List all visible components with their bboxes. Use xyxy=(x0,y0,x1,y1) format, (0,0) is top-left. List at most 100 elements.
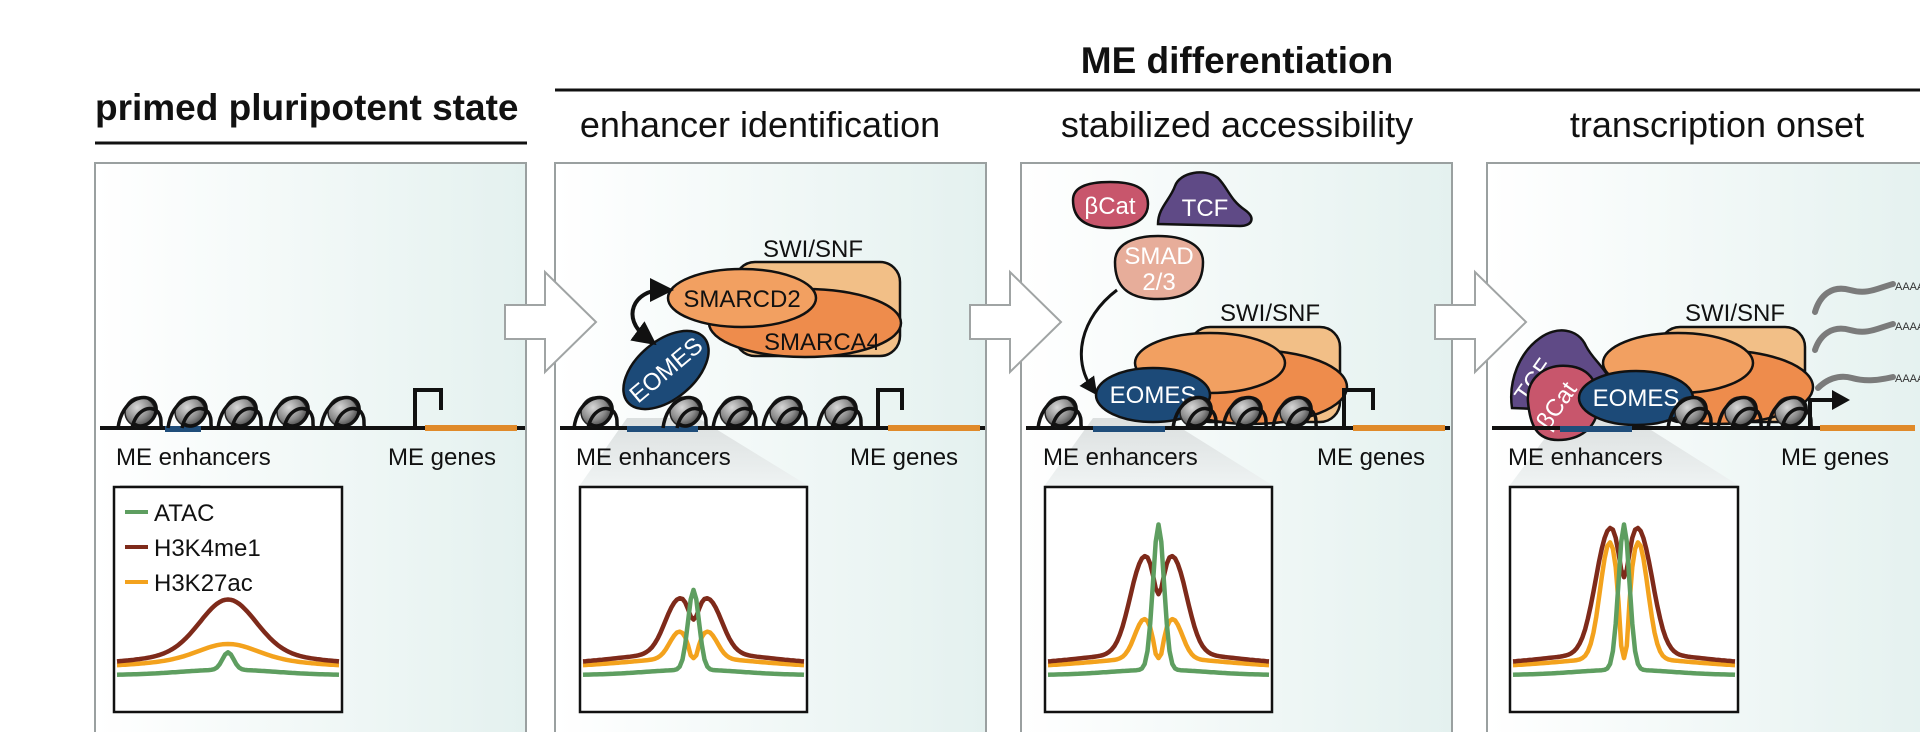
label-me-genes: ME genes xyxy=(1781,444,1889,471)
smarca4-label: SMARCA4 xyxy=(764,329,880,356)
nucleosome xyxy=(166,395,215,430)
zoom-fan xyxy=(580,418,807,485)
smad-protein: SMAD 2/3 xyxy=(1113,234,1205,301)
legend: ATAC H3K4me1 H3K27ac xyxy=(125,500,261,597)
nucleosome xyxy=(1036,395,1085,430)
nucleosome xyxy=(1666,395,1715,430)
smarcd2-label: SMARCD2 xyxy=(683,286,800,313)
legend-label-h3k4me1: H3K4me1 xyxy=(154,535,261,562)
panel-3-title: stabilized accessibility xyxy=(1061,104,1413,145)
nucleosome xyxy=(116,395,165,430)
panel-1-content: ME enhancers ME genes ATAC H3K4me1 H3K27… xyxy=(100,388,525,714)
label-me-enhancers: ME enhancers xyxy=(116,444,271,471)
enhancer-region xyxy=(627,426,698,432)
nucleosome-array xyxy=(1666,395,1815,430)
gene-region xyxy=(1820,425,1915,431)
signal-curves xyxy=(116,597,340,677)
signal-plot-frame xyxy=(578,485,809,714)
legend-label-h3k27ac: H3K27ac xyxy=(154,570,253,597)
panel-2-title: enhancer identification xyxy=(580,104,940,145)
enhancer-region xyxy=(165,426,201,432)
h3k27ac-signal-curve xyxy=(116,641,340,668)
chromatin-track xyxy=(560,388,985,432)
label-me-enhancers: ME enhancers xyxy=(1043,444,1198,471)
signal-curves xyxy=(1047,522,1270,677)
interaction-arrow xyxy=(630,278,674,346)
label-me-genes: ME genes xyxy=(850,444,958,471)
h3k27ac-signal-curve xyxy=(1512,540,1736,668)
h3k4me1-signal-curve xyxy=(1512,525,1736,664)
nucleosome xyxy=(1271,395,1320,430)
nucleosome xyxy=(216,395,265,430)
tcf-label: TCF xyxy=(1182,195,1229,222)
label-me-genes: ME genes xyxy=(388,444,496,471)
nucleosome xyxy=(1171,395,1220,430)
transcript-2 xyxy=(1812,321,1896,353)
nucleosome xyxy=(1766,395,1815,430)
swi-snf-label: SWI/SNF xyxy=(763,236,863,263)
nucleosome xyxy=(761,395,810,430)
nucleosome xyxy=(319,395,368,430)
promoter-arrow xyxy=(1342,388,1375,428)
legend-label-atac: ATAC xyxy=(154,500,214,527)
transition-arrow-1 xyxy=(504,269,598,375)
h3k4me1-signal-curve xyxy=(1047,553,1270,664)
swi-snf-label: SWI/SNF xyxy=(1220,300,1320,327)
signal-plot-frame xyxy=(1043,485,1274,714)
label-me-enhancers: ME enhancers xyxy=(1508,444,1663,471)
h3k27ac-signal-curve xyxy=(1047,616,1270,668)
me-differentiation-title: ME differentiation xyxy=(1081,40,1393,81)
signal-plot-frame xyxy=(1508,485,1740,714)
enhancer-region xyxy=(1560,426,1632,432)
nucleosome xyxy=(1221,395,1270,430)
zoom-fan xyxy=(1045,418,1272,485)
smad-label-line2: 2/3 xyxy=(1142,269,1175,296)
promoter-arrow xyxy=(413,388,443,428)
nucleosome xyxy=(1716,395,1765,430)
label-me-enhancers: ME enhancers xyxy=(576,444,731,471)
transition-arrow-2 xyxy=(969,269,1063,375)
h3k4me1-signal-curve xyxy=(582,595,805,664)
gene-region xyxy=(425,425,517,431)
transcript-3 xyxy=(1815,373,1896,391)
promoter-arrow xyxy=(876,388,904,428)
nucleosome xyxy=(661,395,710,430)
transition-arrow-3 xyxy=(1434,269,1528,375)
nucleosome xyxy=(572,395,621,430)
atac-signal-curve xyxy=(1047,522,1270,677)
h3k27ac-signal-curve xyxy=(582,629,805,668)
atac-signal-curve xyxy=(582,587,805,677)
nucleosome xyxy=(268,395,317,430)
enhancer-region xyxy=(1093,426,1165,432)
smad-label-line1: SMAD xyxy=(1124,243,1193,270)
panel-3-content: βCat TCF SMAD 2/3 SWI/SNF EOMES xyxy=(1026,171,1450,714)
transcript-1 xyxy=(1812,281,1896,315)
swi-snf-complex: SWI/SNF SMARCD2 SMARCA4 xyxy=(666,236,903,359)
tcf-protein: TCF xyxy=(1156,171,1253,228)
gene-region xyxy=(1353,425,1445,431)
swi-snf-label: SWI/SNF xyxy=(1685,300,1785,327)
atac-signal-curve xyxy=(116,650,340,677)
primed-state-title: primed pluripotent state xyxy=(95,87,518,128)
nucleosome-array xyxy=(116,395,368,430)
eomes-label: EOMES xyxy=(1593,385,1680,412)
eomes-protein: EOMES xyxy=(1577,369,1695,427)
label-me-genes: ME genes xyxy=(1317,444,1425,471)
recruitment-arrow xyxy=(1079,288,1118,396)
active-promoter-arrowhead xyxy=(1832,390,1850,410)
nucleosome xyxy=(711,395,760,430)
signal-curves xyxy=(582,587,805,677)
nucleosome-array xyxy=(572,395,865,430)
atac-signal-curve xyxy=(1512,522,1736,677)
bcat-label: βCat xyxy=(1084,193,1135,220)
nucleosome xyxy=(816,395,865,430)
signal-curves xyxy=(1512,522,1736,677)
bcat-protein: βCat xyxy=(1071,180,1150,230)
h3k4me1-signal-curve xyxy=(116,597,340,664)
